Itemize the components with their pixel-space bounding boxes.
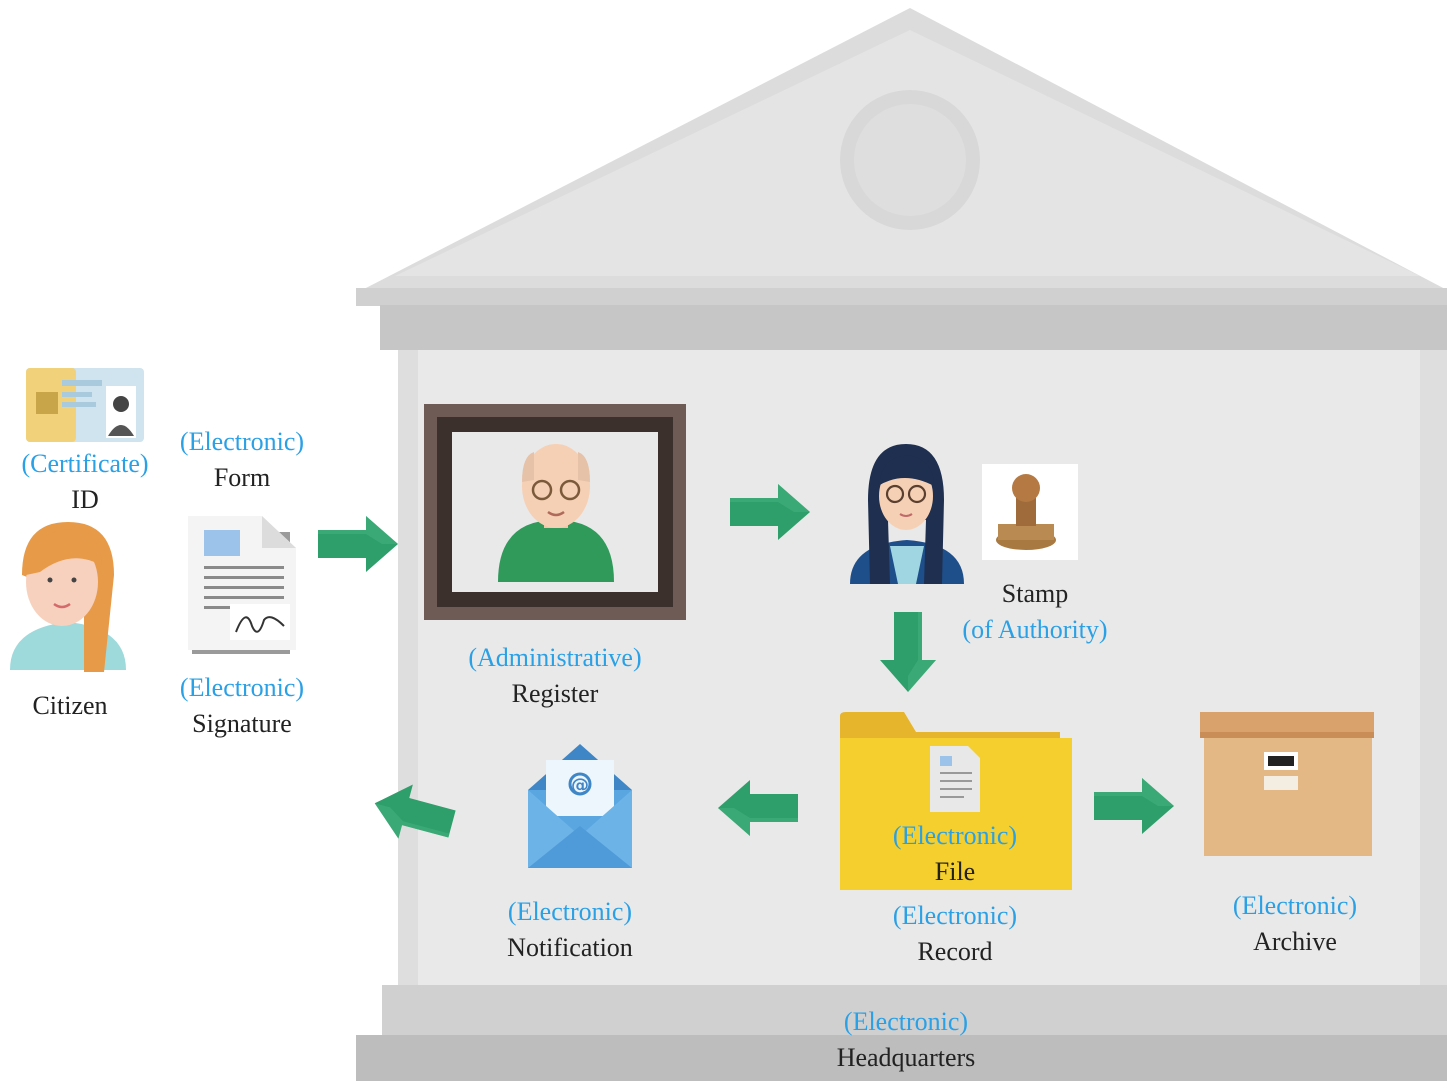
headquarters-text: Headquarters — [836, 1043, 976, 1072]
id-prefix: (Certificate) — [21, 449, 149, 478]
stamp-suffix: (of Authority) — [962, 615, 1108, 644]
headquarters-prefix: (Electronic) — [843, 1007, 969, 1036]
document-icon — [188, 516, 296, 654]
record-text: Record — [917, 937, 993, 966]
file-prefix: (Electronic) — [892, 821, 1018, 850]
stamp-text: Stamp — [1001, 579, 1069, 608]
notification-prefix: (Electronic) — [507, 897, 633, 926]
notification-text: Notification — [507, 933, 633, 962]
notification-label: (Electronic) Notification — [475, 894, 665, 966]
citizen-text: Citizen — [32, 691, 108, 720]
form-text: Form — [213, 463, 271, 492]
man-portrait-icon — [424, 404, 686, 620]
archive-prefix: (Electronic) — [1232, 891, 1358, 920]
register-prefix: (Administrative) — [468, 643, 642, 672]
form-label: (Electronic) Form — [162, 424, 322, 496]
woman-avatar-icon — [10, 522, 126, 672]
rubber-stamp-icon — [982, 464, 1078, 560]
envelope-at-icon: @ — [528, 744, 632, 868]
id-card-icon — [26, 368, 144, 442]
signature-prefix: (Electronic) — [179, 673, 305, 702]
register-label: (Administrative) Register — [440, 640, 670, 712]
archive-box-icon — [1200, 712, 1374, 856]
arrow-form-to-register — [318, 516, 398, 572]
file-text: File — [934, 857, 976, 886]
woman-with-glasses-icon — [850, 444, 964, 584]
record-label: (Electronic) Record — [860, 898, 1050, 970]
signature-text: Signature — [192, 709, 292, 738]
signature-label: (Electronic) Signature — [162, 670, 322, 742]
archive-label: (Electronic) Archive — [1200, 888, 1390, 960]
file-label: (Electronic) File — [860, 818, 1050, 890]
headquarters-label: (Electronic) Headquarters — [800, 1004, 1012, 1076]
svg-text:@: @ — [571, 775, 589, 796]
form-prefix: (Electronic) — [179, 427, 305, 456]
id-text: ID — [71, 485, 99, 514]
register-text: Register — [511, 679, 599, 708]
archive-text: Archive — [1253, 927, 1337, 956]
stamp-label: Stamp (of Authority) — [940, 576, 1130, 648]
citizen-label: Citizen — [0, 688, 140, 724]
id-label: (Certificate) ID — [0, 446, 170, 518]
record-prefix: (Electronic) — [892, 901, 1018, 930]
folder-icon — [840, 712, 1072, 890]
